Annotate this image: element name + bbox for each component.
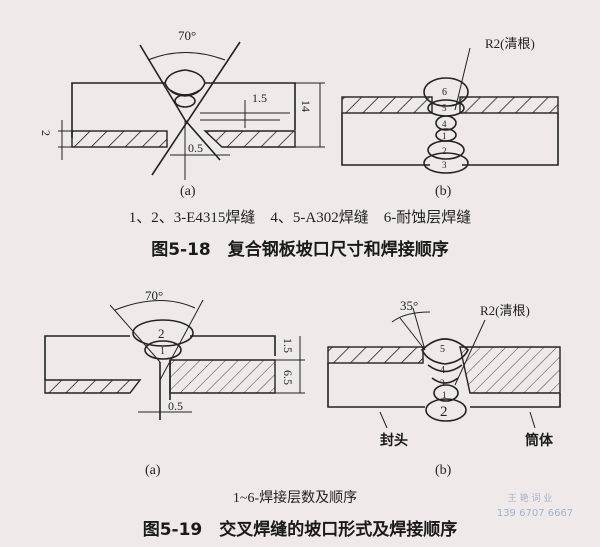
dim-top: 1.5 [281,338,295,353]
pass-6: 6 [442,87,447,98]
label-b: (b) [435,463,452,478]
pass-1: 1 [442,131,447,141]
dim-gap: 0.5 [188,141,203,155]
pass-1: 1 [442,390,447,400]
dim-bottom: 6.5 [281,370,295,385]
part-head: 封头 [380,432,408,449]
fig-5-19-title: 图5-19 交叉焊缝的坡口形式及焊接顺序 [143,519,458,540]
dim-gap: 0.5 [168,399,183,413]
fig-5-18-a: 70° 1.5 14 2 0.5 (a) [39,28,325,199]
watermark-name: 王 艳 词 业 [508,492,553,504]
label-a: (a) [145,463,161,478]
pass-3: 3 [440,378,445,388]
dim-angle: 35° [400,298,418,313]
root-note: R2(清根) [480,303,530,318]
dim-angle: 70° [178,28,196,43]
part-shell: 筒体 [525,432,554,449]
pass-5: 5 [442,103,447,113]
pass-4: 4 [442,119,447,129]
pass-1: 1 [160,346,165,357]
pass-2: 2 [440,404,448,420]
pass-3: 3 [442,160,447,170]
root-note: R2(清根) [485,36,535,51]
fig-5-19-a: 70° 2 1 1.5 6.5 0.5 (a) [44,288,305,478]
label-a: (a) [180,184,196,199]
pass-2: 2 [442,146,447,156]
dim-total: 14 [299,100,313,112]
dim-angle: 70° [145,288,163,303]
dim-top: 1.5 [252,91,267,105]
fig-5-18-b: R2(清根) 6 5 4 1 2 3 (b) [341,36,559,199]
watermark-phone: 139 6707 6667 [497,508,573,519]
pass-5: 5 [440,344,445,355]
fig-5-19-b: 35° R2(清根) 5 4 3 1 2 封头 筒体 (b) [327,298,561,478]
pass-2: 2 [158,326,165,341]
fig-5-18-legend: 1、2、3-E4315焊缝 4、5-A302焊缝 6-耐蚀层焊缝 [129,209,471,226]
label-b: (b) [435,184,452,199]
fig-5-19-legend: 1~6-焊接层数及顺序 [233,489,357,506]
fig-5-18-title: 图5-18 复合钢板坡口尺寸和焊接顺序 [151,239,449,260]
dim-clad: 2 [39,130,53,136]
pass-4: 4 [440,365,445,376]
